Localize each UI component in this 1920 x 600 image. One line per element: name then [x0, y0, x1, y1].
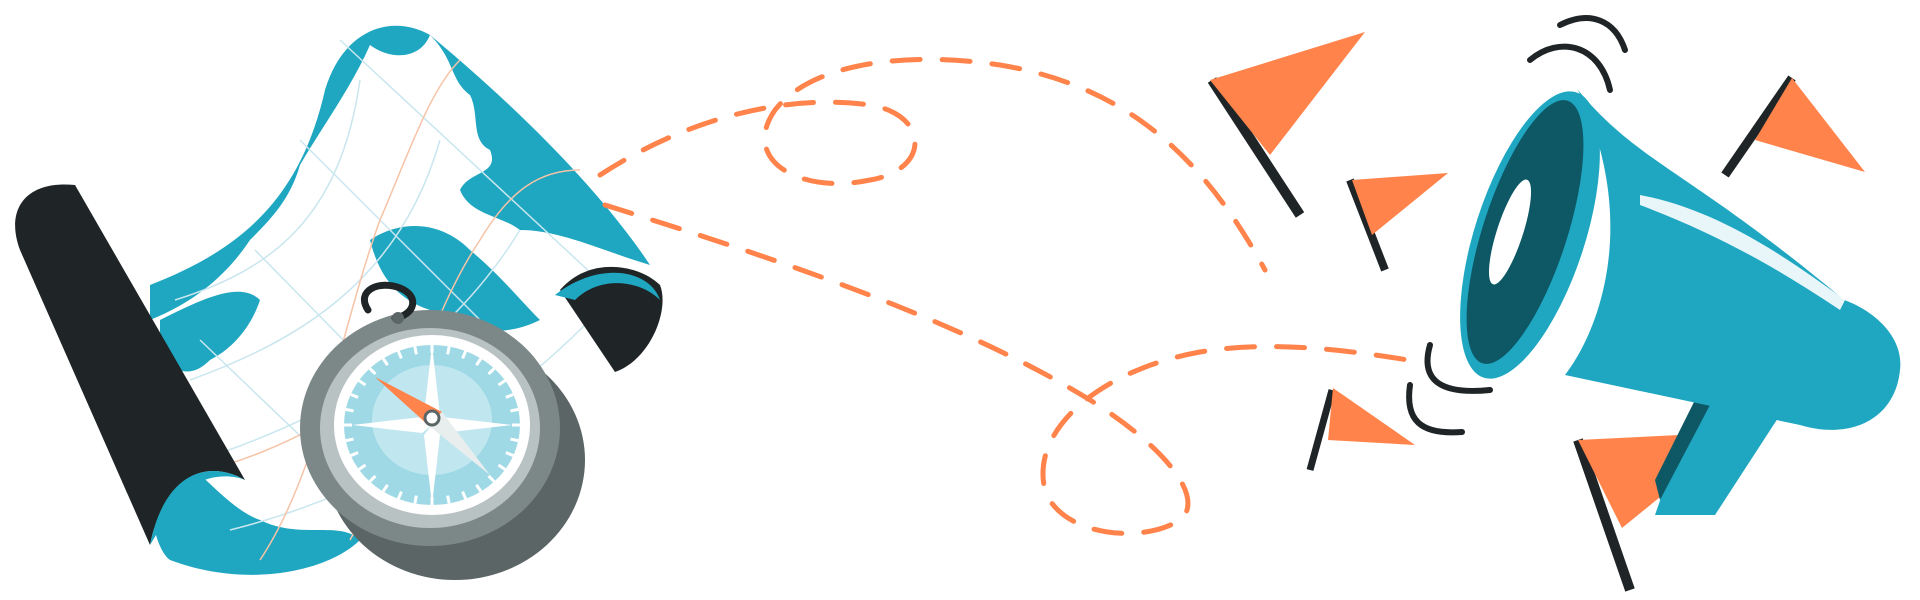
compass-tick — [345, 437, 354, 443]
sound-waves — [1406, 15, 1628, 436]
compass-pivot — [423, 409, 441, 427]
dashed-path-bottom — [602, 202, 1423, 536]
dashed-path-top — [597, 56, 1268, 273]
map-ocean-top — [150, 25, 430, 320]
map-ocean-left — [160, 291, 260, 372]
compass-tick — [368, 474, 377, 483]
compass-tick — [350, 392, 359, 399]
megaphone-bell-inner — [1466, 100, 1584, 364]
compass-tick — [487, 367, 496, 376]
compass-tick — [396, 350, 403, 360]
compass-tick — [446, 346, 451, 355]
dashed-paths — [597, 56, 1423, 536]
flag-icon-1 — [1207, 32, 1365, 218]
map-ocean-bottom — [148, 430, 360, 575]
compass-bail — [361, 281, 416, 322]
megaphone-handle-back — [1655, 400, 1710, 500]
compass-tick — [381, 357, 389, 366]
compass-tick — [497, 463, 507, 471]
compass-tick — [345, 407, 354, 413]
flag-icon-5 — [1721, 75, 1865, 178]
compass-tick — [497, 379, 507, 387]
compass-icon — [300, 281, 585, 580]
compass-tick — [505, 451, 514, 458]
compass-tick — [357, 463, 367, 471]
map-roll-left — [15, 184, 246, 545]
megaphone-icon — [1406, 15, 1901, 515]
compass-tick — [396, 490, 403, 500]
map-ocean-right — [430, 35, 650, 265]
compass-crown — [392, 312, 404, 324]
compass-tick — [446, 495, 451, 504]
map-roll-right-inner — [555, 272, 660, 300]
map-roll-left-curl — [150, 471, 245, 545]
megaphone-highlight — [1640, 195, 1845, 310]
flag-icon-3 — [1306, 388, 1415, 471]
compass-tick — [505, 392, 514, 399]
compass-tick — [350, 451, 359, 458]
flag-icon-2 — [1346, 173, 1448, 272]
megaphone-body — [1565, 90, 1853, 425]
compass-tick — [357, 379, 367, 387]
compass-tick — [510, 407, 519, 413]
compass-tick — [413, 346, 418, 355]
compass-tick — [368, 367, 377, 376]
compass-tick — [475, 484, 483, 493]
megaphone-bell-hole — [1488, 179, 1532, 285]
compass-tick — [510, 437, 519, 443]
compass-tick — [381, 484, 389, 493]
compass-tick — [461, 350, 468, 360]
compass-tick — [461, 490, 468, 500]
map-roll-right — [560, 266, 663, 372]
compass-tick — [413, 495, 418, 504]
compass-tick — [475, 357, 483, 366]
compass-tick — [487, 474, 496, 483]
compass-needle-south — [428, 412, 490, 475]
